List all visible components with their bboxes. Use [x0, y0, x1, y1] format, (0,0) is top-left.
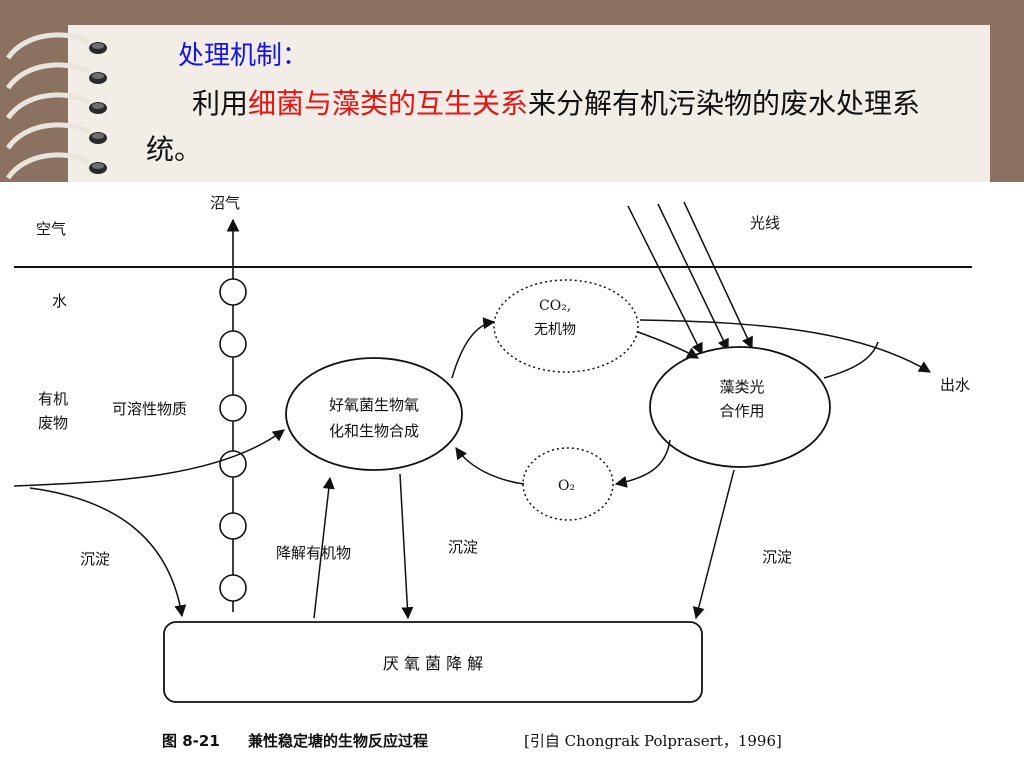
label-aerobic-2: 化和生物合成: [329, 422, 419, 440]
gas-bubble: [219, 330, 247, 358]
label-algae-2: 合作用: [719, 402, 764, 420]
gas-bubble: [219, 394, 247, 422]
label-sediment-right: 沉淀: [762, 548, 792, 566]
body-highlight: 细菌与藻类的互生关系: [248, 87, 529, 120]
body-suffix: 来分解有机污染物的废水处理系统。: [146, 87, 921, 166]
arrow-sediment-right: [692, 469, 735, 620]
facultative-pond-diagram: 沼气 空气 光线 水 有机 废物 可溶性物质 CO₂, 无机物 好氧菌生物氧 化…: [0, 182, 1024, 768]
binding-ring-icon: [6, 62, 107, 90]
body-prefix: 利用: [192, 87, 249, 120]
caption-figure-number: 图 8-21: [162, 732, 220, 750]
label-inorganic: 无机物: [534, 322, 576, 338]
arrow-algae-to-o2: [614, 439, 671, 488]
label-air: 空气: [36, 220, 66, 238]
label-algae-1: 藻类光: [719, 378, 764, 396]
slide-body-text: 利用细菌与藻类的互生关系来分解有机污染物的废水处理系统。: [146, 81, 966, 173]
light-ray: [657, 203, 729, 352]
binding-ring-icon: [6, 92, 107, 120]
binding-ring-icon: [6, 152, 107, 180]
binding-ring-icon: [6, 122, 107, 150]
label-aerobic-1: 好氧菌生物氧: [329, 396, 419, 414]
co2-bubble: [493, 279, 639, 373]
arrow-sediment-left: [29, 487, 187, 618]
arrow-aerobic-to-co2: [451, 317, 496, 379]
label-o2: O₂: [558, 478, 575, 494]
arrow-co2-to-algae: [637, 331, 700, 359]
label-outflow: 出水: [940, 376, 970, 394]
o2-bubble: [522, 447, 614, 521]
label-organic-waste-1: 有机: [38, 390, 68, 408]
anaerobic-box: [163, 621, 703, 703]
caption-source: [引自 Chongrak Polprasert，1996]: [524, 732, 782, 750]
caption-title: 兼性稳定塘的生物反应过程: [248, 732, 428, 750]
arrow-degrade-organic: [313, 476, 335, 619]
binding-ring-icon: [6, 32, 107, 60]
label-co2: CO₂,: [539, 298, 571, 314]
diagram-canvas: 沼气 空气 光线 水 有机 废物 可溶性物质 CO₂, 无机物 好氧菌生物氧 化…: [13, 194, 972, 750]
gas-bubble: [219, 574, 247, 602]
gas-bubble: [219, 512, 247, 540]
light-ray: [683, 201, 753, 350]
label-sediment-middle: 沉淀: [448, 538, 478, 556]
label-organic-waste-2: 废物: [38, 414, 68, 432]
gas-bubble: [219, 278, 247, 306]
label-light: 光线: [750, 214, 780, 232]
algae-process-ellipse: [649, 346, 831, 468]
label-water: 水: [52, 292, 67, 310]
label-sediment-left: 沉淀: [80, 550, 110, 568]
gas-bubble: [219, 450, 247, 478]
aerobic-process-ellipse: [285, 357, 463, 471]
arrow-o2-to-aerobic: [455, 447, 525, 485]
gas-bubbles: [219, 278, 247, 602]
arrow-inflow: [13, 429, 285, 487]
light-ray: [627, 205, 703, 356]
label-soluble-matter: 可溶性物质: [112, 400, 187, 418]
label-biogas: 沼气: [210, 194, 240, 212]
outflow-branch-line: [823, 341, 879, 379]
arrow-sediment-middle: [399, 473, 414, 620]
label-degrade-organic: 降解有机物: [276, 544, 351, 562]
slide-heading: 处理机制：: [178, 41, 309, 71]
arrow-outflow: [639, 319, 932, 373]
label-anaerobic: 厌 氧 菌 降 解: [383, 654, 483, 673]
slide-header: 处理机制： 利用细菌与藻类的互生关系来分解有机污染物的废水处理系统。: [68, 25, 990, 185]
